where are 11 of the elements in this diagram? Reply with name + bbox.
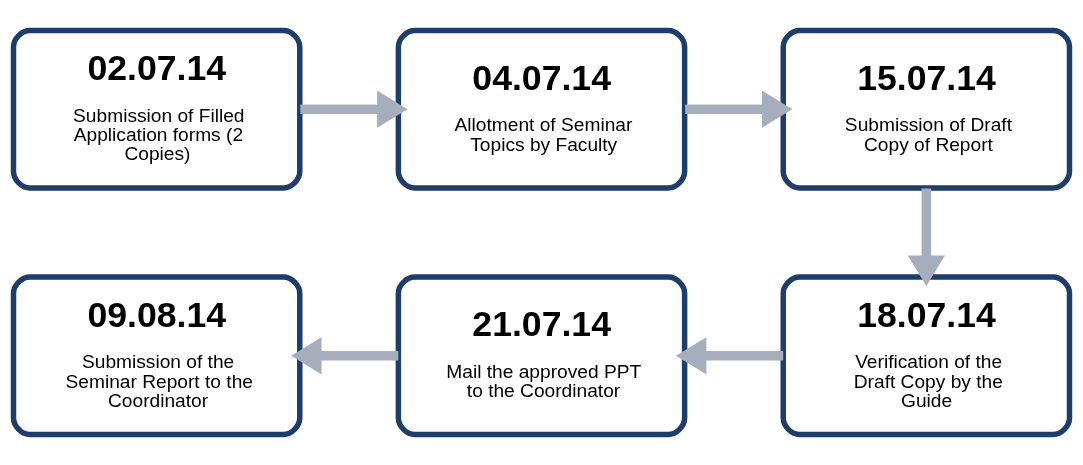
arrow: [907, 188, 945, 286]
node-box: 04.07.14 Allotment of Seminar Topics by Faculty: [395, 27, 688, 191]
node-box: 02.07.14 Submission of Filled Application forms (2 Copies): [10, 27, 303, 191]
arrow: [675, 337, 784, 375]
node-box: 21.07.14 Mail the approved PPT to the Coordinator: [395, 274, 688, 438]
arrow: [291, 337, 399, 375]
arrow: [685, 90, 793, 128]
arrow: [300, 90, 408, 128]
node-box: 09.08.14 Submission of the Seminar Report to the Coordinator: [10, 274, 303, 438]
node-box: 15.07.14 Submission of Draft Copy of Report: [780, 27, 1073, 191]
node-box: 18.07.14 Verification of the Draft Copy by the Guide: [780, 274, 1073, 438]
